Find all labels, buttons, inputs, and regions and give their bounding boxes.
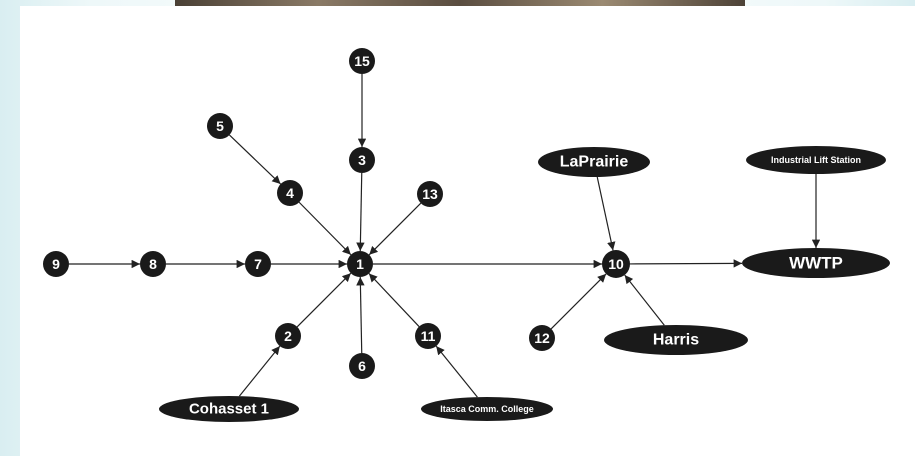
node-13-label: 13 xyxy=(422,186,438,202)
node-industrial-label: Industrial Lift Station xyxy=(771,155,861,165)
node-10: 10 xyxy=(602,250,630,278)
edge-itasca-to-11 xyxy=(435,345,478,398)
edge-laprairie-to-10 xyxy=(596,176,616,251)
edge-3-to-1 xyxy=(356,172,365,252)
node-4-shape xyxy=(277,180,303,206)
node-laprairie-label: LaPrairie xyxy=(560,154,629,171)
node-10-label: 10 xyxy=(608,256,624,272)
node-3-shape xyxy=(349,147,375,173)
node-5-label: 5 xyxy=(216,118,224,134)
edges-layer xyxy=(69,74,821,398)
node-laprairie-shape xyxy=(538,147,650,177)
node-cohasset-shape xyxy=(159,396,299,422)
node-harris-shape xyxy=(604,325,748,355)
node-15: 15 xyxy=(349,48,375,74)
node-wwtp: WWTP xyxy=(742,248,890,278)
node-13: 13 xyxy=(417,181,443,207)
node-9: 9 xyxy=(43,251,69,277)
node-wwtp-label: WWTP xyxy=(789,254,843,273)
edge-cohasset-to-2 xyxy=(238,345,281,397)
node-wwtp-shape xyxy=(742,248,890,278)
node-4-label: 4 xyxy=(286,185,294,201)
node-11: 11 xyxy=(415,323,441,349)
edge-4-to-1 xyxy=(298,201,352,256)
node-2: 2 xyxy=(275,323,301,349)
node-11-label: 11 xyxy=(421,328,436,344)
node-12-shape xyxy=(529,325,555,351)
node-1-shape xyxy=(347,251,373,277)
node-itasca: Itasca Comm. College xyxy=(421,397,553,421)
node-6-shape xyxy=(349,353,375,379)
node-8-label: 8 xyxy=(149,256,157,272)
node-industrial-shape xyxy=(746,146,886,174)
node-7-shape xyxy=(245,251,271,277)
node-industrial: Industrial Lift Station xyxy=(746,146,886,174)
node-harris: Harris xyxy=(604,325,748,355)
edge-10-to-wwtp xyxy=(629,259,743,268)
node-5: 5 xyxy=(207,113,233,139)
edge-harris-to-10 xyxy=(624,274,665,326)
node-1: 1 xyxy=(347,251,373,277)
node-10-shape xyxy=(602,250,630,278)
node-itasca-label: Itasca Comm. College xyxy=(440,404,534,414)
node-6-label: 6 xyxy=(358,358,366,374)
node-2-label: 2 xyxy=(284,328,292,344)
node-2-shape xyxy=(275,323,301,349)
edge-13-to-1 xyxy=(368,202,422,256)
node-15-label: 15 xyxy=(354,53,370,69)
node-3: 3 xyxy=(349,147,375,173)
node-7-label: 7 xyxy=(254,256,262,272)
node-13-shape xyxy=(417,181,443,207)
node-4: 4 xyxy=(277,180,303,206)
node-1-label: 1 xyxy=(356,256,364,272)
edge-5-to-4 xyxy=(228,134,282,185)
edge-11-to-1 xyxy=(368,273,420,327)
edge-2-to-1 xyxy=(296,272,352,328)
edge-12-to-10 xyxy=(550,273,607,330)
node-12-label: 12 xyxy=(534,330,550,346)
node-cohasset: Cohasset 1 xyxy=(159,396,299,422)
node-itasca-shape xyxy=(421,397,553,421)
node-7: 7 xyxy=(245,251,271,277)
node-3-label: 3 xyxy=(358,152,366,168)
node-9-shape xyxy=(43,251,69,277)
node-laprairie: LaPrairie xyxy=(538,147,650,177)
node-harris-label: Harris xyxy=(653,332,699,349)
node-9-label: 9 xyxy=(52,256,60,272)
edge-6-to-1 xyxy=(356,276,365,354)
node-8: 8 xyxy=(140,251,166,277)
node-5-shape xyxy=(207,113,233,139)
node-15-shape xyxy=(349,48,375,74)
node-cohasset-label: Cohasset 1 xyxy=(189,401,269,418)
header-photo-strip xyxy=(175,0,745,6)
node-8-shape xyxy=(140,251,166,277)
node-12: 12 xyxy=(529,325,555,351)
node-11-shape xyxy=(415,323,441,349)
node-6: 6 xyxy=(349,353,375,379)
